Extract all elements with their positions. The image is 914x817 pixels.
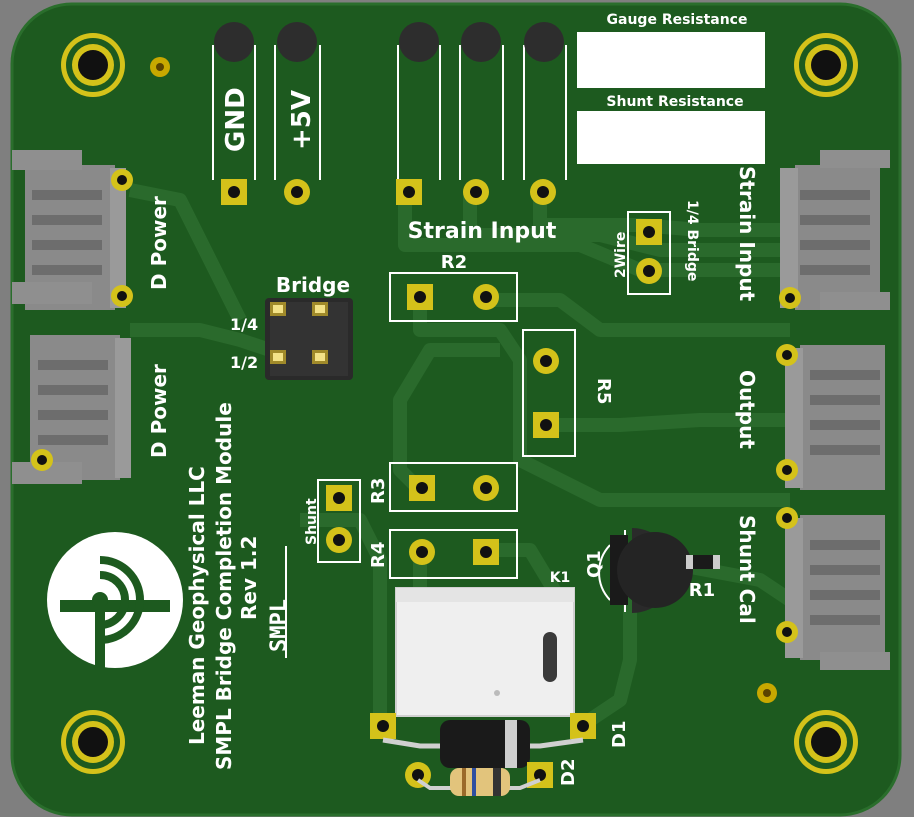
d1-label: D1 xyxy=(609,721,630,748)
q1-label: Q1 xyxy=(584,550,605,578)
r2-label: R2 xyxy=(441,252,467,273)
shunt-resistance-box xyxy=(577,111,765,164)
resistor-r1-smd xyxy=(686,555,720,569)
r4-label: R4 xyxy=(368,542,389,568)
connector-strain-input xyxy=(780,150,890,310)
company-name-line2: SMPL Bridge Completion Module xyxy=(212,402,236,770)
jumper-2wire-outline xyxy=(627,211,671,295)
jumper-2wire-pad-1 xyxy=(636,219,662,245)
r3-pad-1 xyxy=(409,475,435,501)
r3-outline xyxy=(389,462,518,512)
company-name-line1: Leeman Geophysical LLC xyxy=(185,466,209,745)
jumper-shunt-outline xyxy=(317,479,361,563)
d-power-top-label: D Power xyxy=(147,196,171,290)
r3-label: R3 xyxy=(368,478,389,504)
strain-input-top-label: Strain Input xyxy=(408,219,557,244)
mounting-hole-top-left xyxy=(61,33,125,97)
plus5v-label: +5V xyxy=(287,90,317,150)
diode-d1 xyxy=(370,713,596,768)
revision-label: Rev 1.2 xyxy=(237,536,261,620)
r4-outline xyxy=(389,529,518,579)
r5-outline xyxy=(522,329,576,457)
left-connector-pads xyxy=(31,169,133,471)
right-connector-pads xyxy=(776,287,801,643)
r5-pad-1 xyxy=(533,348,559,374)
shunt-resistance-label: Shunt Resistance xyxy=(606,94,743,110)
shunt-label: Shunt xyxy=(304,498,320,545)
half-label: 1/2 xyxy=(230,353,258,372)
quarter-bridge-label: 1/4 Bridge xyxy=(684,200,700,281)
r5-pad-2 xyxy=(533,412,559,438)
r4-pad-1 xyxy=(409,539,435,565)
r2-pad-1 xyxy=(407,284,433,310)
board xyxy=(10,2,902,817)
gauge-resistance-box xyxy=(577,32,765,88)
smpl-label: SMPL xyxy=(267,599,292,652)
d2-label: D2 xyxy=(558,759,579,786)
connector-output xyxy=(785,345,885,490)
r5-label: R5 xyxy=(593,378,614,404)
shunt-cal-label: Shunt Cal xyxy=(735,515,759,624)
top-wire-pads xyxy=(212,22,567,205)
strain-input-side-label: Strain Input xyxy=(735,166,759,302)
transistor-q1 xyxy=(598,528,693,613)
mounting-hole-bottom-right xyxy=(794,710,858,774)
two-wire-label: 2Wire xyxy=(613,232,629,278)
quarter-label: 1/4 xyxy=(230,315,258,334)
d-power-bottom-label: D Power xyxy=(147,364,171,458)
r1-label: R1 xyxy=(689,580,715,601)
mounting-hole-bottom-left xyxy=(61,710,125,774)
company-logo xyxy=(47,532,183,668)
bridge-label: Bridge xyxy=(276,273,350,297)
jumper-2wire-pad-2 xyxy=(636,258,662,284)
connector-shunt-cal xyxy=(785,515,890,670)
gnd-label: GND xyxy=(221,87,251,152)
r2-outline xyxy=(389,272,518,322)
gauge-resistance-label: Gauge Resistance xyxy=(607,12,748,28)
jumper-shunt-pad-1 xyxy=(326,485,352,511)
connector-d-power-top xyxy=(12,150,126,310)
output-label: Output xyxy=(735,370,759,449)
k1-label: K1 xyxy=(550,570,571,586)
jumper-shunt-pad-2 xyxy=(326,527,352,553)
r3-pad-2 xyxy=(473,475,499,501)
r4-pad-2 xyxy=(473,539,499,565)
bridge-header xyxy=(265,298,353,380)
relay-k1 xyxy=(395,587,575,717)
diode-d2 xyxy=(405,762,553,796)
mounting-hole-top-right xyxy=(794,33,858,97)
r2-pad-2 xyxy=(473,284,499,310)
